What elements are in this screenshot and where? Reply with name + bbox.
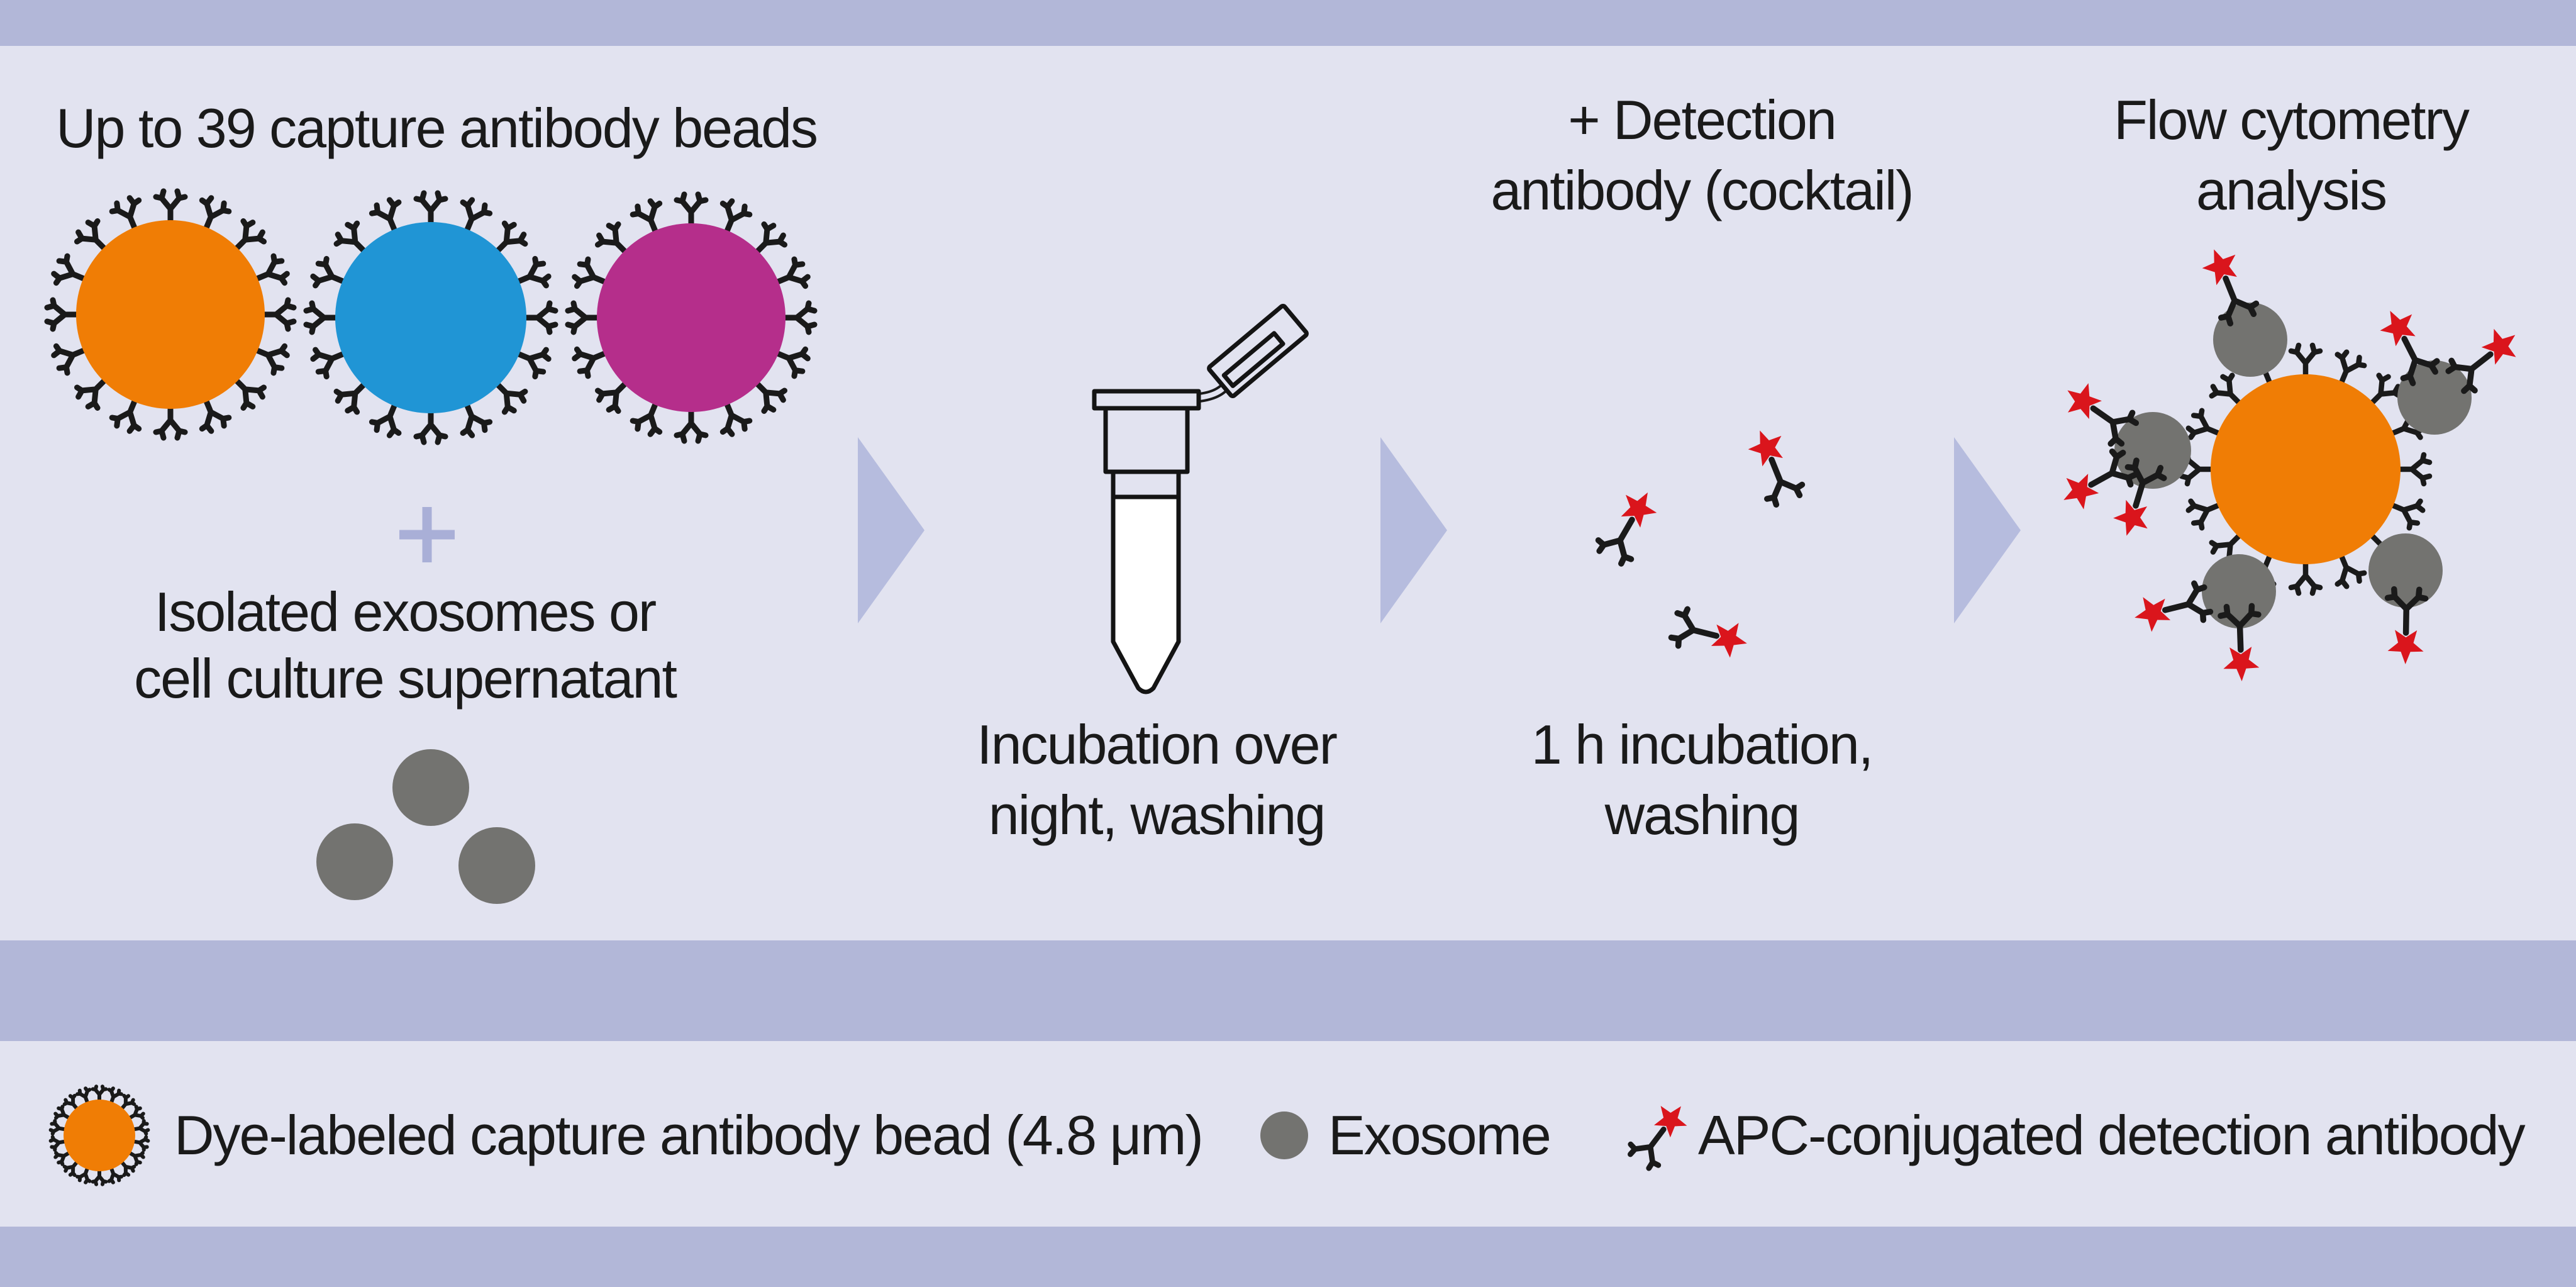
step3-title: + Detection antibody (cocktail)	[1491, 85, 1914, 226]
capture-beads-icon	[44, 188, 818, 445]
orange-capture-bead-icon	[2179, 342, 2433, 596]
step2-caption-line2: night, washing	[988, 784, 1326, 846]
legend-label-exosome: Exosome	[1328, 1104, 1552, 1166]
step3-caption-line1: 1 h incubation,	[1531, 713, 1874, 776]
exosome-icon	[392, 749, 469, 826]
legend-label-detection-antibody: APC-conjugated detection antibody	[1698, 1104, 2526, 1166]
step2-caption-line1: Incubation over	[977, 713, 1338, 776]
step2-caption: Incubation over night, washing	[977, 710, 1338, 850]
detection-antibody-icon	[2196, 242, 2259, 326]
middle-band	[0, 940, 2576, 1041]
arrow-right-icon-1	[858, 437, 924, 623]
bottom-band	[0, 1227, 2576, 1287]
tube-rim-band	[1111, 469, 1181, 499]
legend-capture-bead-icon	[48, 1084, 150, 1186]
orange-capture-bead-icon	[44, 188, 297, 441]
blue-capture-bead-icon	[303, 190, 558, 445]
step4-title-line2: analysis	[2196, 159, 2387, 221]
step4-title-line1: Flow cytometry	[2114, 89, 2470, 151]
arrow-right-icon-2	[1380, 437, 1447, 623]
legend-label-capture-bead: Dye-labeled capture antibody bead (4.8 μ…	[174, 1104, 1204, 1166]
detection-antibody-icon	[1742, 423, 1805, 507]
step1-subtitle-line2: cell culture supernatant	[134, 647, 677, 710]
exosome-icon	[2368, 533, 2443, 608]
exosome-icon	[2202, 554, 2276, 628]
exosome-trio-icon	[316, 749, 535, 904]
arrow-right-icon-3	[1954, 437, 2021, 623]
tube-flange	[1092, 389, 1201, 411]
exosome-icon	[316, 823, 393, 900]
exosome-icon	[2397, 360, 2472, 435]
step3-caption-line2: washing	[1604, 784, 1801, 846]
detection-antibody-icon	[2130, 581, 2212, 636]
tube-body	[1111, 469, 1181, 694]
detection-antibody-icon	[1594, 483, 1664, 567]
step3-title-line2: antibody (cocktail)	[1491, 159, 1914, 221]
free-detection-antibodies-icon	[1541, 365, 1868, 705]
tube-open-cap	[1207, 304, 1309, 398]
plus-icon	[399, 507, 455, 562]
step3-title-line1: + Detection	[1568, 89, 1837, 151]
step3-caption: 1 h incubation, washing	[1531, 710, 1874, 850]
step4-title: Flow cytometry analysis	[2114, 85, 2470, 226]
detection-antibody-icon	[2109, 459, 2167, 541]
step1-subtitle: Isolated exosomes or cell culture supern…	[134, 579, 677, 712]
detection-antibody-icon	[1670, 607, 1752, 662]
top-band	[0, 0, 2576, 46]
exosome-icon	[458, 827, 535, 904]
microcentrifuge-tube-icon	[1092, 304, 1309, 694]
bead-exosome-complex-icon	[2038, 208, 2576, 780]
legend-exosome-icon	[1260, 1112, 1308, 1159]
tube-neck	[1103, 406, 1190, 474]
magenta-capture-bead-icon	[565, 191, 818, 444]
step1-subtitle-line1: Isolated exosomes or	[154, 581, 657, 643]
step1-title: Up to 39 capture antibody beads	[56, 97, 818, 159]
